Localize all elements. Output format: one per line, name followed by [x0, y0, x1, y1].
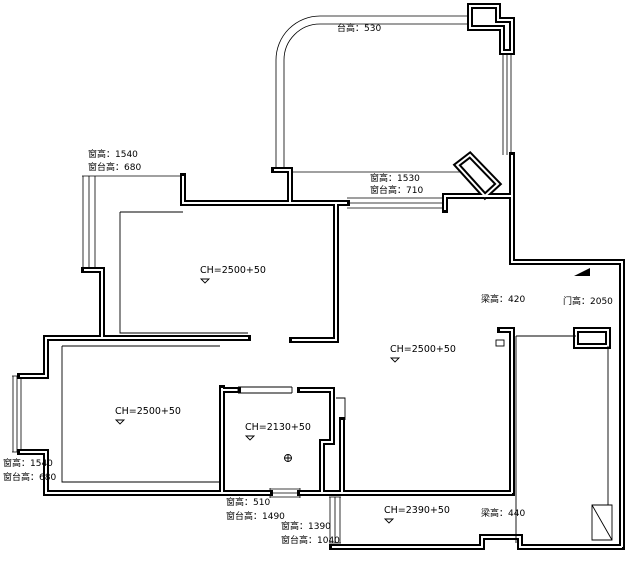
room-bottom-ch: CH=2390+50 — [384, 505, 450, 516]
balcony-sill-label: 台高：530 — [337, 22, 381, 34]
right-room-outline — [515, 335, 609, 543]
room-bathroom-ch: CH=2130+50 — [245, 422, 311, 433]
bath-door — [237, 386, 293, 394]
window-bottom-room-sill: 窗台高：1040 — [281, 534, 340, 546]
window-lower-left-height: 窗高：1540 — [3, 457, 53, 469]
window-upper-left-sill: 窗台高：680 — [88, 161, 141, 173]
lower-left-room-outline — [61, 345, 220, 483]
floor-drain-cross — [284, 454, 292, 462]
ch-marker-upper-left — [199, 278, 211, 284]
interior-lines — [61, 211, 613, 543]
room-lower-left-ch: CH=2500+50 — [115, 406, 181, 417]
ch-marker-lower-left — [114, 419, 126, 425]
window-bottom-room-left — [329, 496, 341, 544]
ch-marker-center — [389, 357, 401, 363]
window-upper-left — [82, 175, 183, 270]
ch-marker-bathroom — [244, 435, 256, 441]
window-upper-left-height: 窗高：1540 — [88, 148, 138, 160]
door-right-room-label: 门高：2050 — [563, 295, 613, 307]
beam-center-right-label: 梁高：420 — [481, 293, 525, 305]
beam-bottom-right-label: 梁高：440 — [481, 507, 525, 519]
balcony-railing — [275, 15, 470, 173]
ch-marker-bottom — [383, 518, 395, 524]
balcony-railing-inner — [283, 23, 470, 168]
outlet-icon — [495, 339, 505, 347]
door-marker-icon — [574, 268, 590, 276]
upper-left-room-outline — [119, 211, 248, 334]
room-center-ch: CH=2500+50 — [390, 344, 456, 355]
window-bottom-small-height: 窗高：510 — [226, 496, 270, 508]
window-upper-center-height: 窗高：1530 — [370, 172, 420, 184]
balcony-railing-outer — [275, 15, 470, 168]
center-left-door — [336, 397, 346, 420]
window-upper-center — [347, 197, 445, 209]
room-upper-left-ch: CH=2500+50 — [200, 265, 266, 276]
window-upper-center-sill: 窗台高：710 — [370, 184, 423, 196]
window-balcony-right — [502, 52, 512, 155]
ceiling-markers — [114, 278, 401, 524]
window-bottom-small-sill: 窗台高：1490 — [226, 510, 285, 522]
window-bottom-room-height: 窗高：1390 — [281, 520, 331, 532]
right-room-corner-box — [591, 504, 613, 541]
window-lower-left-sill: 窗台高：680 — [3, 471, 56, 483]
